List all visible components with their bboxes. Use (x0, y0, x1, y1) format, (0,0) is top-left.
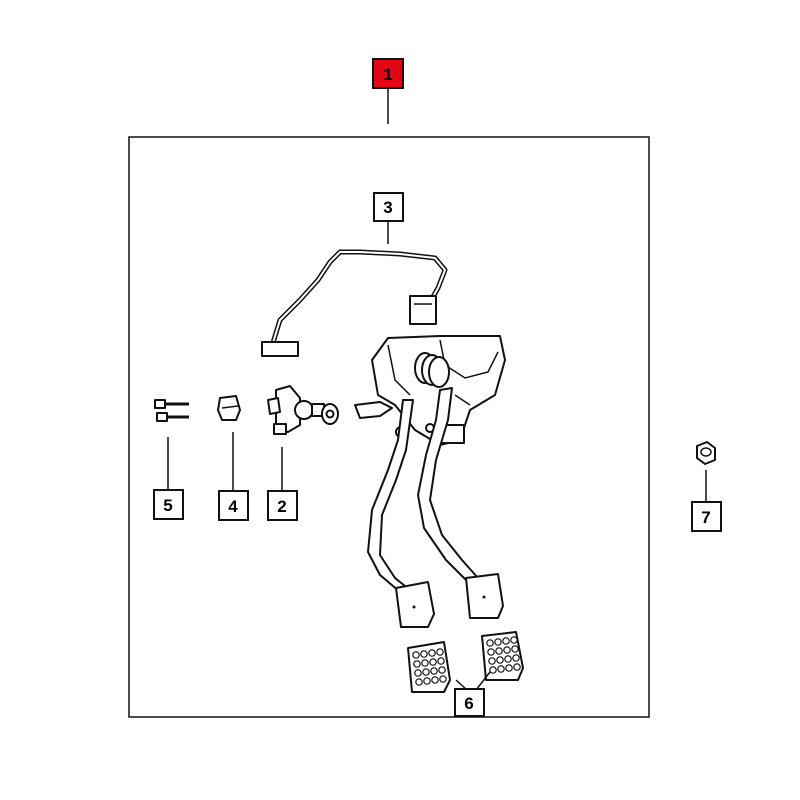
leader-line-6b (475, 671, 491, 691)
callout-box-1 (372, 58, 404, 89)
callout-box-6 (454, 688, 485, 717)
callout-label-2: 2 (277, 497, 286, 516)
callout-4[interactable]: 4 (218, 432, 249, 521)
callout-label-7: 7 (701, 508, 710, 527)
callout-label-1: 1 (383, 65, 392, 84)
callout-label-4: 4 (228, 497, 238, 516)
harness-connector-left (261, 341, 299, 357)
callout-3[interactable]: 3 (373, 192, 404, 244)
clip (217, 395, 241, 421)
callout-box-5 (153, 489, 184, 520)
clutch-pedal-arm (367, 399, 414, 593)
wiring-harness (261, 249, 448, 357)
pedal-assembly (354, 335, 506, 628)
callout-2[interactable]: 2 (267, 447, 298, 521)
callout-label-6: 6 (464, 694, 473, 713)
callout-7[interactable]: 7 (691, 470, 722, 532)
assembly-frame (128, 136, 650, 718)
rubber-pad-right (481, 631, 524, 681)
clutch-pedal-pad (395, 581, 435, 628)
callout-box-3 (373, 192, 404, 222)
callout-6[interactable]: 6 (454, 671, 491, 717)
callout-box-7 (691, 501, 722, 532)
harness-connector-right (409, 295, 437, 325)
bolts (154, 399, 189, 422)
callout-5[interactable]: 5 (153, 437, 184, 520)
callout-box-4 (218, 490, 249, 521)
rubber-pad-left (407, 641, 451, 693)
callout-label-5: 5 (163, 496, 172, 515)
callout-box-2 (267, 490, 298, 521)
callout-1[interactable]: 1 (372, 58, 404, 124)
callout-label-3: 3 (383, 198, 392, 217)
pivot-spring (414, 352, 450, 388)
nut (696, 441, 716, 465)
clutch-switch (267, 385, 339, 435)
